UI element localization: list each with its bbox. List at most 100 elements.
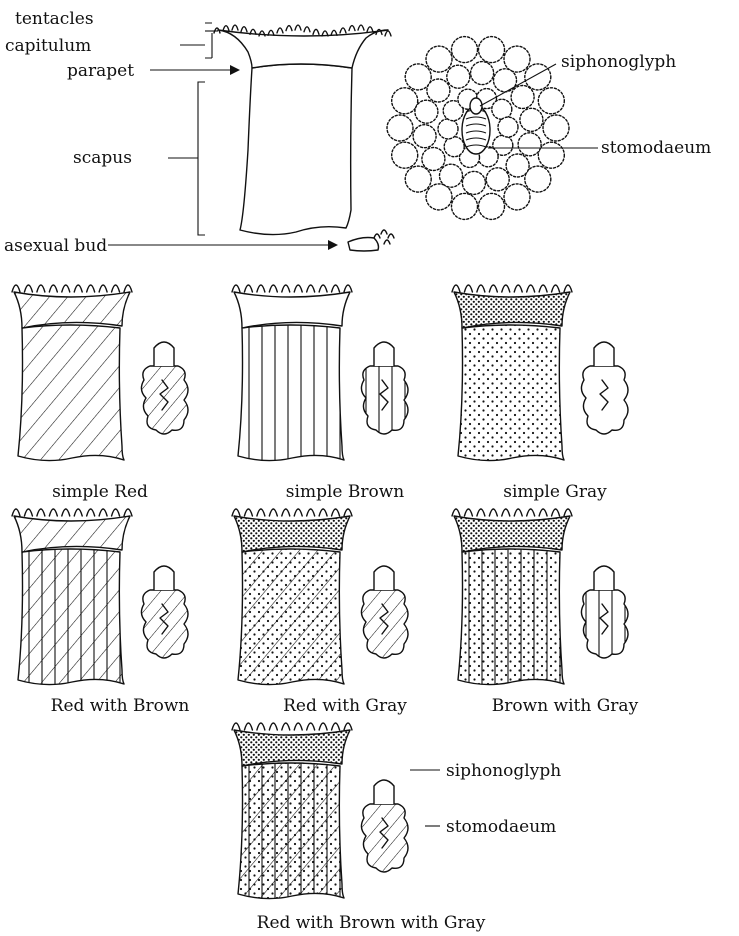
tentacle (49, 285, 57, 292)
tentacle-row (452, 509, 572, 516)
oral-tentacle-cluster (413, 125, 436, 148)
oral-tentacle-cluster (543, 115, 569, 141)
tentacle (452, 509, 460, 516)
caption-simple-brown: simple Brown (286, 482, 404, 502)
bud-tentacle (381, 230, 387, 234)
oral-tentacle-cluster (426, 184, 452, 210)
oral-tentacle-cluster (479, 193, 505, 219)
bottom-siphonoglyph-label: siphonoglyph (446, 761, 561, 781)
tentacle (564, 285, 572, 292)
body-pattern (458, 325, 564, 461)
stomodaeum-figure (361, 342, 408, 434)
tentacle (564, 509, 572, 516)
oral-tentacle-cluster (422, 148, 445, 171)
caption-red-with-brown-with-gray: Red with Brown with Gray (257, 913, 486, 933)
asexual-bud-label: asexual bud (4, 236, 107, 256)
stomodaeum-figure (141, 342, 188, 434)
oral-tentacle-cluster (504, 184, 530, 210)
tentacle (332, 509, 340, 516)
bud-tentacle (374, 234, 380, 238)
tentacle (37, 509, 45, 516)
body-pattern (458, 549, 564, 685)
tentacle (464, 285, 472, 292)
stomodaeum-figure (361, 780, 408, 872)
oral-disc (387, 37, 569, 220)
asexual-bud-body (348, 238, 379, 252)
morph-red-with-brown (12, 509, 188, 685)
tentacle (269, 285, 277, 292)
tentacle (527, 509, 535, 516)
bottom-stomodaeum-label: stomodaeum (446, 817, 556, 837)
oral-tentacle-cluster (504, 46, 530, 72)
tentacle (24, 509, 32, 516)
tentacle (477, 509, 485, 516)
tentacle (367, 27, 373, 32)
caption-red-with-brown: Red with Brown (51, 696, 190, 716)
stomodaeum-figure (581, 342, 628, 434)
tentacle-row (12, 509, 132, 516)
capitulum-outline (218, 30, 388, 68)
tentacle (349, 26, 355, 31)
oral-tentacle-cluster (426, 46, 452, 72)
stomodaeum-figure (581, 566, 628, 658)
tentacle (87, 285, 95, 292)
tentacle (295, 25, 301, 30)
stomodaeum-pattern (361, 590, 408, 658)
stomodaeum-fill (581, 366, 628, 434)
bud-arrowhead (328, 240, 338, 250)
tentacle (307, 285, 315, 292)
tentacle (223, 26, 229, 31)
tentacle (282, 285, 290, 292)
stomodaeum-pattern (141, 366, 188, 434)
tentacle (319, 509, 327, 516)
oral-tentacle-cluster (405, 166, 431, 192)
tentacle (502, 509, 510, 516)
oral-tentacle-cluster (387, 115, 413, 141)
body-pattern (238, 763, 344, 899)
morph-brown-with-gray (452, 509, 628, 685)
tentacle (294, 723, 302, 730)
tentacle (37, 285, 45, 292)
tentacle (514, 509, 522, 516)
tentacle (489, 509, 497, 516)
tentacle (294, 285, 302, 292)
oral-tentacle-cluster (452, 193, 478, 219)
tentacle (307, 509, 315, 516)
tentacle (539, 285, 547, 292)
morph-simple-brown (232, 285, 408, 461)
caption-simple-red: simple Red (52, 482, 148, 502)
oral-tentacle-cluster (492, 99, 512, 119)
tentacle (244, 285, 252, 292)
tentacle (99, 285, 107, 292)
bottom-callouts: siphonoglyph stomodaeum (410, 761, 561, 837)
tentacle (552, 509, 560, 516)
siphonoglyph-tube (374, 566, 394, 590)
tentacle (552, 285, 560, 292)
tentacle (232, 285, 240, 292)
tentacle (257, 723, 265, 730)
stomodaeum-pattern (361, 804, 408, 872)
tentacle (344, 285, 352, 292)
stomodaeum-label: stomodaeum (601, 138, 711, 158)
tentacle (269, 723, 277, 730)
tentacle (358, 25, 364, 30)
stomodaeum-figure (141, 566, 188, 658)
tentacle (62, 285, 70, 292)
tentacle (62, 509, 70, 516)
tentacle-row (452, 285, 572, 292)
scapus-bracket (198, 82, 205, 235)
tentacle (332, 285, 340, 292)
body-pattern (238, 325, 344, 461)
oral-tentacle-cluster (520, 108, 543, 131)
morph-simple-gray (452, 285, 628, 461)
tentacle (49, 509, 57, 516)
tentacle-row (232, 285, 352, 292)
bud-tentacle (388, 234, 394, 238)
siphonoglyph-tube (594, 342, 614, 366)
tentacle (99, 509, 107, 516)
tentacle (307, 723, 315, 730)
oral-tentacle-cluster (498, 117, 518, 137)
tentacle (514, 285, 522, 292)
